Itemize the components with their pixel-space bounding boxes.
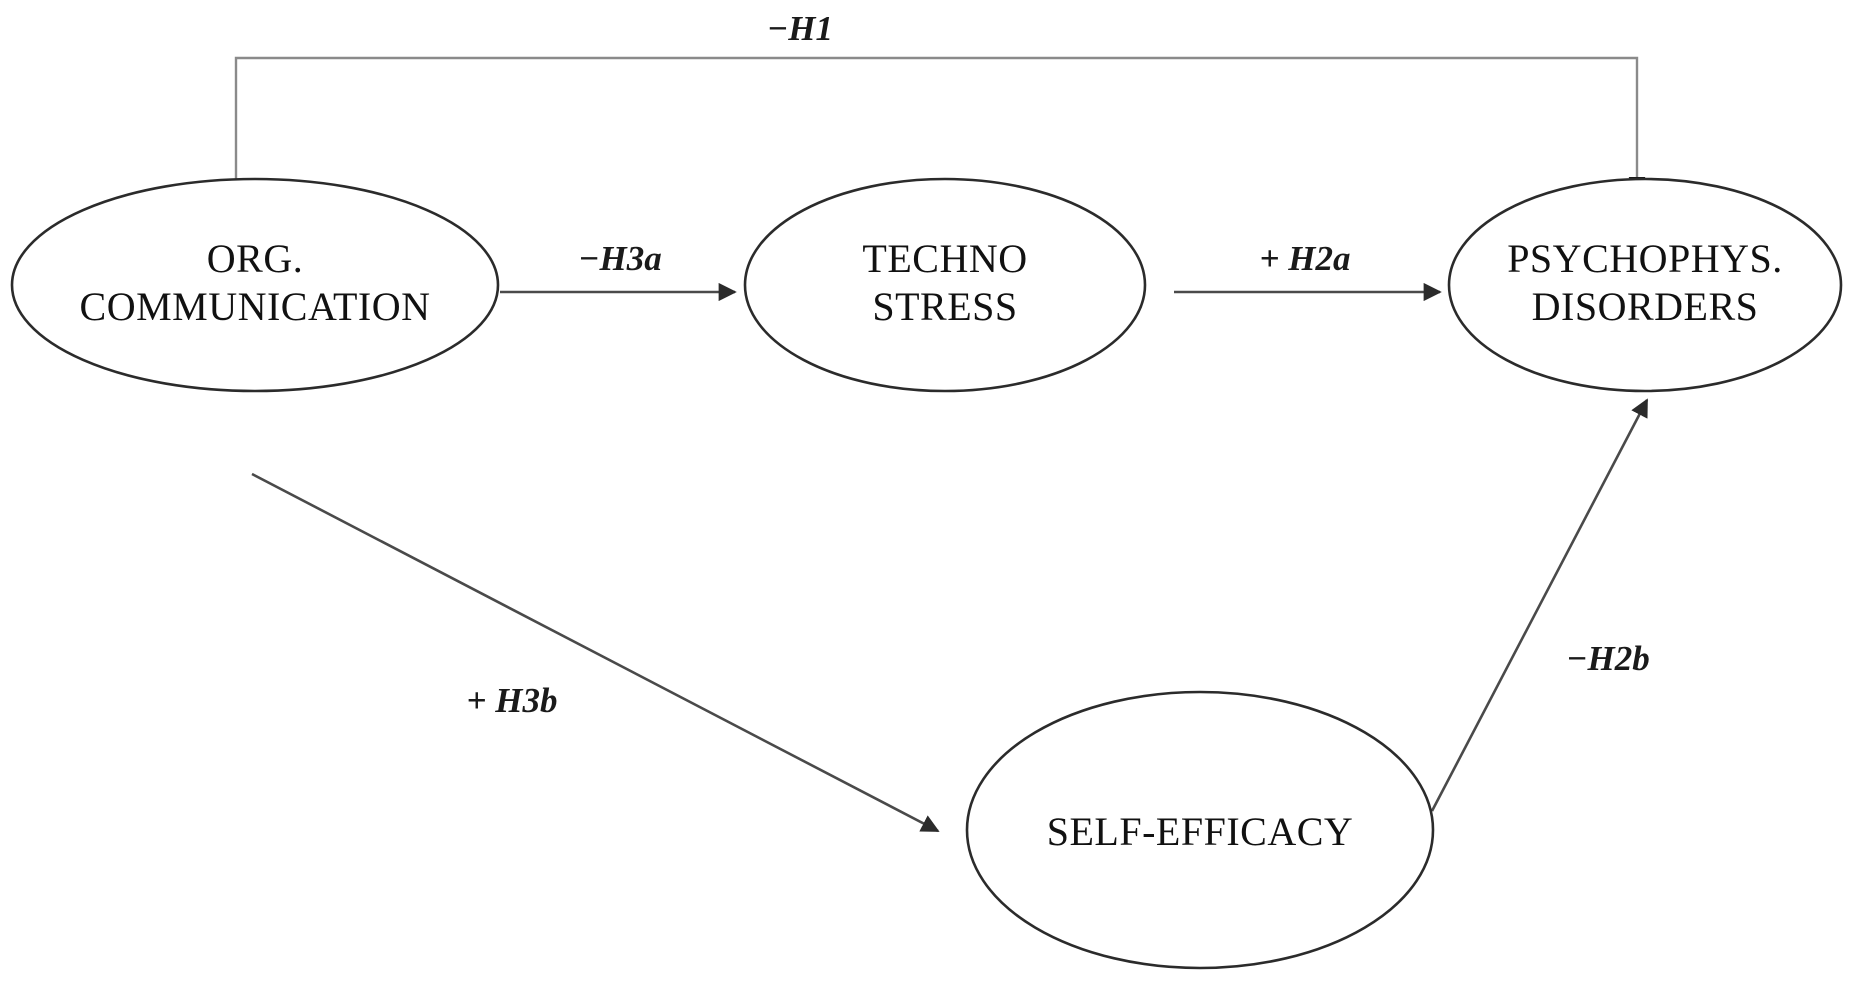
edge-h1-label: −H1 — [767, 9, 833, 48]
edge-h2a: + H2a — [1174, 239, 1442, 302]
edge-h2a-label: + H2a — [1260, 239, 1351, 278]
node-psychophys-disorders-label-line2: DISORDERS — [1532, 284, 1759, 329]
edge-h2b-path — [1430, 398, 1649, 812]
edge-h3b-path — [251, 472, 940, 833]
node-techno-stress-shape[interactable] — [743, 177, 1147, 393]
node-psychophys-disorders[interactable]: PSYCHOPHYS. DISORDERS — [1447, 177, 1843, 393]
node-techno-stress-label-line2: STRESS — [872, 284, 1017, 329]
node-psychophys-disorders-label-line1: PSYCHOPHYS. — [1507, 236, 1783, 281]
node-org-communication-shape[interactable] — [10, 177, 500, 393]
edge-h1: −H1 — [234, 9, 1646, 194]
node-self-efficacy[interactable]: SELF-EFFICACY — [965, 690, 1435, 970]
edge-h2b-label: −H2b — [1566, 639, 1649, 678]
node-techno-stress-label-line1: TECHNO — [862, 236, 1027, 281]
node-org-communication-label-line2: COMMUNICATION — [80, 284, 431, 329]
edge-h3a-label: −H3a — [578, 239, 661, 278]
edge-h3a: −H3a — [500, 239, 737, 302]
node-techno-stress[interactable]: TECHNO STRESS — [743, 177, 1147, 393]
node-org-communication-label-line1: ORG. — [207, 236, 303, 281]
node-psychophys-disorders-shape[interactable] — [1447, 177, 1843, 393]
edge-h2b: −H2b — [1430, 398, 1650, 812]
edge-h3b-label: + H3b — [467, 681, 558, 720]
node-self-efficacy-label-line1: SELF-EFFICACY — [1047, 809, 1354, 854]
node-self-efficacy-shape[interactable] — [965, 690, 1435, 970]
edge-h3b: + H3b — [251, 472, 940, 833]
edge-h1-path — [234, 56, 1646, 194]
node-org-communication[interactable]: ORG. COMMUNICATION — [10, 177, 500, 393]
